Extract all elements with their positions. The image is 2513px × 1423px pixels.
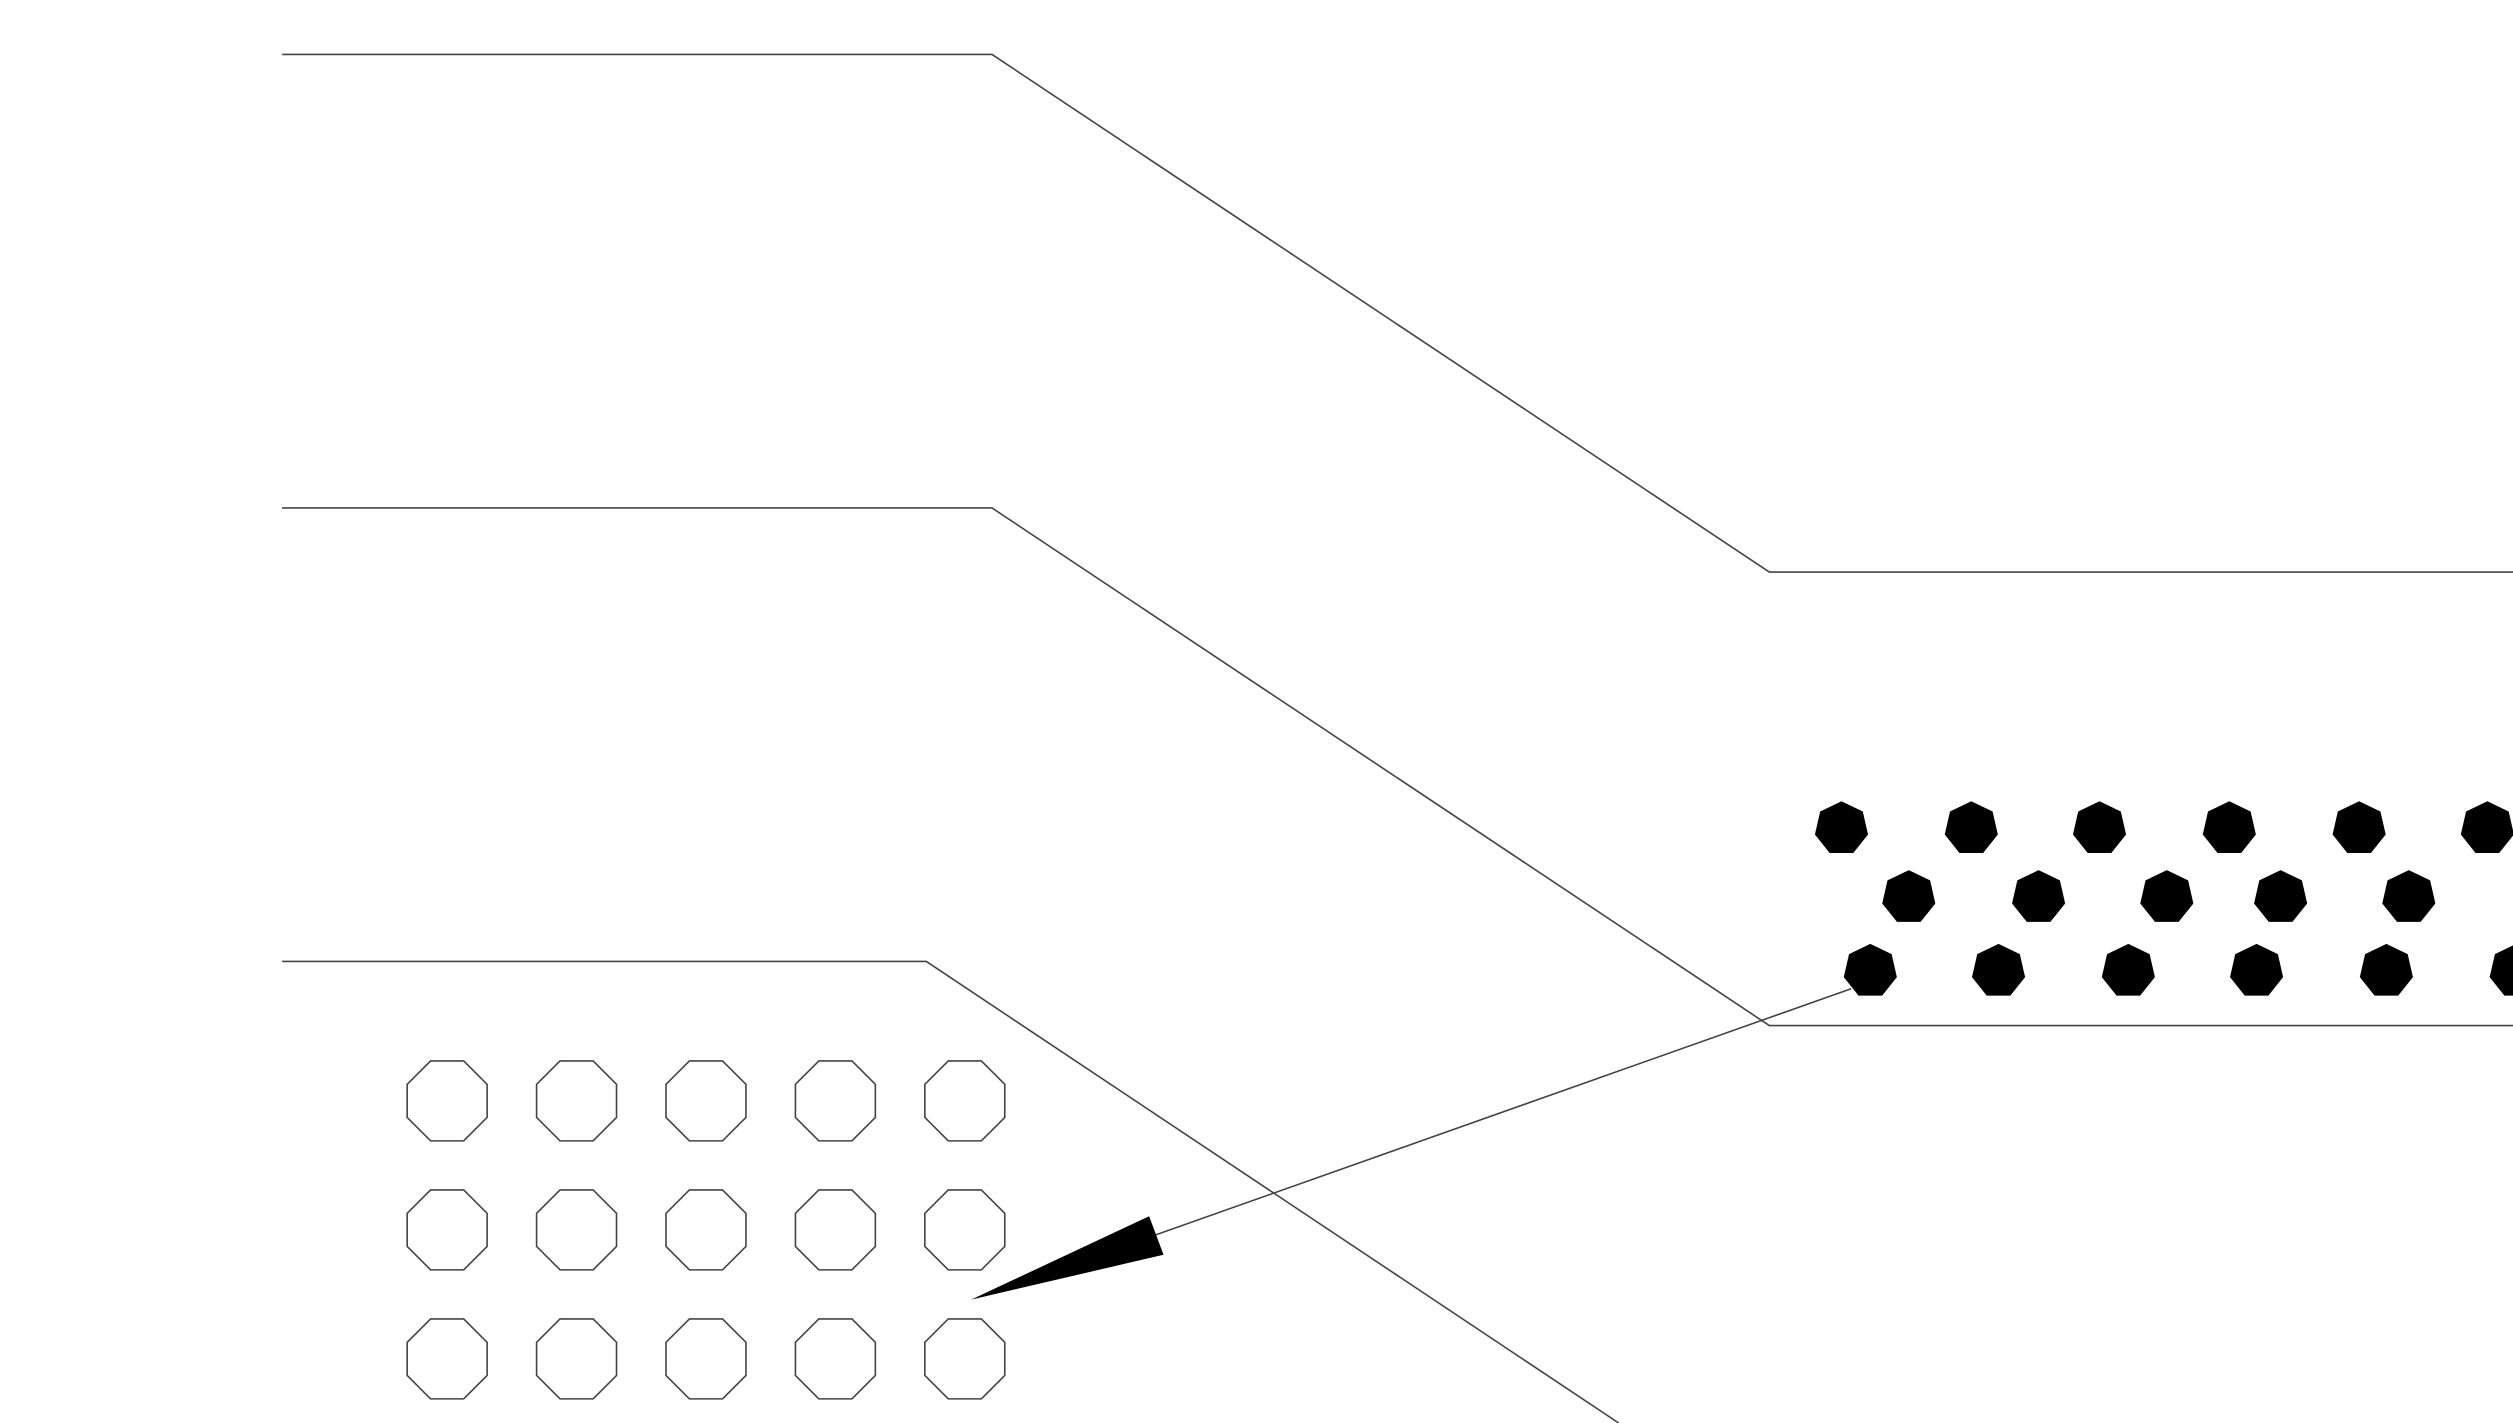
octagon-outline: [794, 1318, 877, 1400]
heptagon-filled: [2382, 870, 2436, 922]
filled-heptagon-band: [1814, 801, 2513, 996]
octagon-outline: [406, 1060, 488, 1142]
octagon-outline: [794, 1060, 877, 1142]
heptagon-filled: [1814, 801, 1869, 854]
octagon-outline: [406, 1318, 488, 1400]
heptagon-filled: [2332, 801, 2386, 854]
arrow-head: [971, 1216, 1164, 1300]
octagon-outline: [924, 1318, 1006, 1400]
heptagon-filled: [2012, 870, 2066, 922]
heptagon-filled: [2230, 943, 2284, 996]
outline-octagon-grid: [406, 1060, 1006, 1400]
arrow-shaft: [1153, 987, 1852, 1237]
octagon-outline: [794, 1189, 877, 1271]
octagon-outline: [535, 1318, 618, 1400]
boundary-line-middle: [282, 507, 2513, 1027]
heptagon-filled: [1971, 943, 2026, 996]
heptagon-filled: [2254, 870, 2308, 922]
heptagon-filled: [1944, 801, 1998, 854]
octagon-outline: [665, 1318, 747, 1400]
octagon-outline: [535, 1189, 618, 1271]
heptagon-filled: [2202, 801, 2256, 854]
heptagon-filled: [2101, 943, 2155, 996]
octagon-outline: [665, 1060, 747, 1142]
octagon-outline: [406, 1189, 488, 1271]
heptagon-filled: [2072, 801, 2127, 854]
octagon-outline: [924, 1060, 1006, 1142]
octagon-outline: [665, 1189, 747, 1271]
heptagon-filled: [2140, 870, 2194, 922]
heptagon-filled: [2489, 945, 2513, 996]
boundary-lines: [282, 53, 2513, 1423]
heptagon-filled: [2359, 943, 2413, 996]
heptagon-filled: [1843, 943, 1897, 996]
boundary-line-bottom: [282, 960, 1620, 1423]
arrow: [971, 987, 1852, 1300]
boundary-line-top: [282, 53, 2513, 573]
octagon-outline: [535, 1060, 618, 1142]
octagon-outline: [924, 1189, 1006, 1271]
heptagon-filled: [1882, 870, 1936, 922]
heptagon-filled: [2460, 801, 2513, 854]
